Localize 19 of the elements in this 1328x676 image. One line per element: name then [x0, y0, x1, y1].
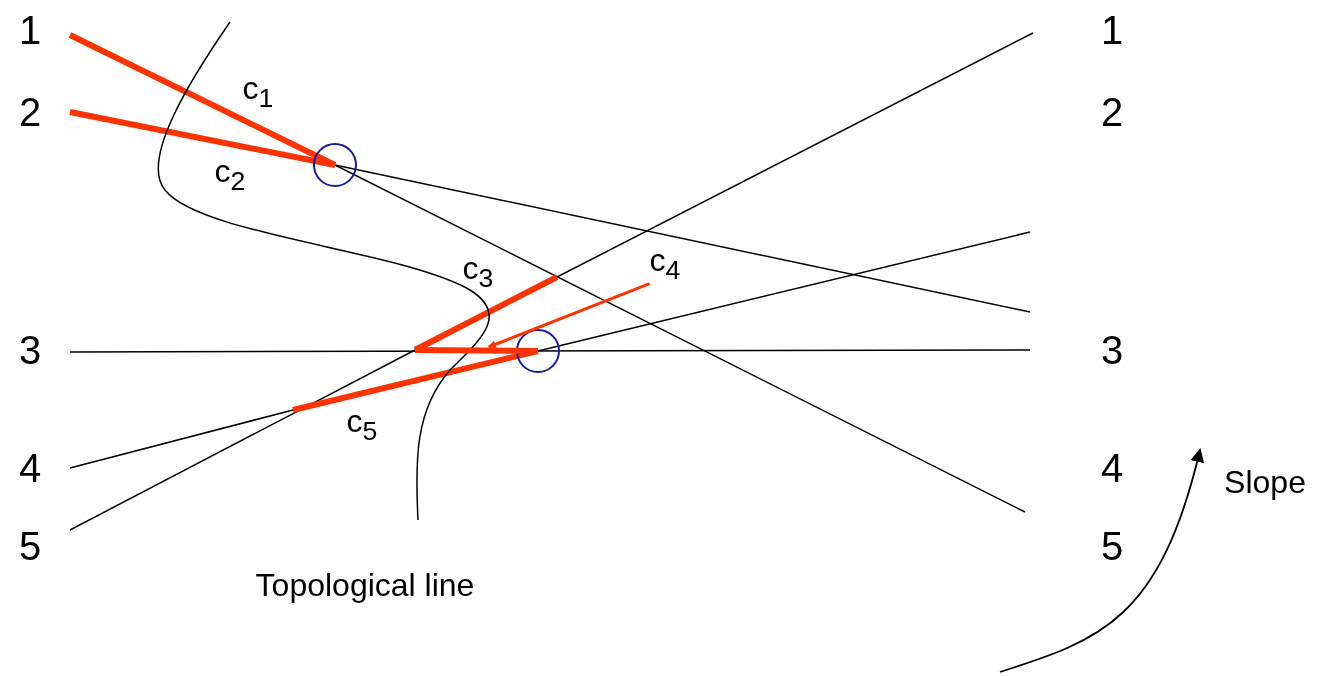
row-number: 3 [18, 330, 42, 370]
row-number: 3 [1100, 330, 1124, 370]
curve-label: c$_{5}$ [346, 405, 378, 445]
curve-label: c$_{2}$ [214, 155, 246, 195]
row-number: 2 [1100, 92, 1124, 132]
row-number: 5 [18, 526, 42, 566]
leader-line [487, 282, 651, 349]
row-number: 2 [18, 92, 42, 132]
row-number: 1 [1100, 10, 1124, 50]
row-number: 1 [18, 10, 42, 50]
row-number: 4 [18, 448, 42, 488]
caption-label: Topological line [255, 569, 475, 601]
curve-label: c$_{4}$ [649, 244, 681, 284]
axis-label: Slope [1224, 466, 1306, 498]
row-number: 4 [1100, 448, 1124, 488]
curve-label: c$_{1}$ [242, 72, 274, 112]
curve-segment [414, 347, 539, 354]
curve-label: c$_{3}$ [462, 252, 494, 292]
row-number: 5 [1100, 526, 1124, 566]
